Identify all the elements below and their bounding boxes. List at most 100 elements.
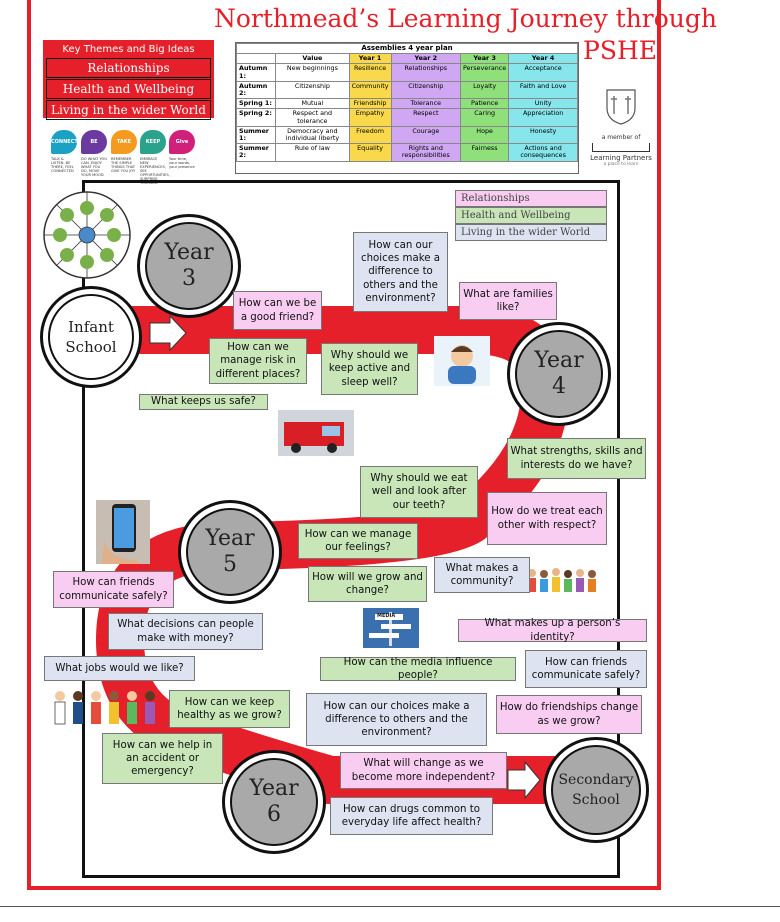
- media-sign-label: MEDIA: [377, 613, 396, 619]
- assemblies-table: Assemblies 4 year plan Value Year 1 Year…: [235, 42, 578, 162]
- arrow-right-icon: [149, 314, 187, 352]
- question-box: What strengths, skills and interests do …: [507, 438, 646, 479]
- school-label: School: [65, 338, 117, 356]
- year-label: Year: [205, 526, 255, 551]
- question-box: What decisions can people make with mone…: [108, 613, 263, 650]
- keep-learning-tagline: EMBRACE NEW EXPERIENCES, SEE OPPORTUNITI…: [140, 157, 170, 185]
- year-4-disc: Year 4: [515, 330, 603, 418]
- question-box: What jobs would we like?: [44, 656, 195, 681]
- take-notice-tagline: REMEMBER THE SIMPLE THINGS THAT GIVE YOU…: [111, 157, 136, 173]
- table-cell: Rights and responsibilities: [390, 143, 462, 162]
- table-cell: Loyalty: [460, 80, 510, 100]
- question-box: How can we manage risk in different plac…: [209, 338, 307, 384]
- question-box: How do we treat each other with respect?: [487, 492, 607, 545]
- fire-engine-icon: [284, 422, 344, 453]
- page-title-pshe: PSHE: [583, 36, 657, 65]
- school-label: School: [572, 792, 620, 808]
- bottom-divider: [0, 906, 780, 907]
- legend-relationships: Relationships: [455, 190, 607, 207]
- question-box: What makes up a person’s identity?: [458, 618, 647, 643]
- table-cell: Faith and Love: [508, 80, 578, 100]
- smartphone-icon: [102, 504, 140, 564]
- question-box: How can we manage our feelings?: [298, 523, 418, 559]
- learning-partners-logo: a member of Learning Partners a place to…: [586, 86, 656, 178]
- table-row: Autumn 2: Citizenship Community Citizens…: [235, 80, 578, 100]
- give-badge: Give: [169, 130, 195, 154]
- year-5-disc: Year 5: [186, 508, 274, 596]
- question-box: Why should we eat well and look after ou…: [360, 466, 478, 518]
- sleepy-child-icon: [448, 345, 476, 384]
- table-cell: Hope: [460, 125, 510, 145]
- connect-tagline: TALK & LISTEN, BE THERE, FEEL CONNECTED: [51, 157, 74, 173]
- school-crest-icon: [606, 89, 636, 125]
- table-cell: Acceptance: [508, 63, 578, 82]
- question-box: What are families like?: [459, 282, 557, 320]
- infant-school-disc: Infant School: [48, 294, 134, 380]
- table-cell: Caring: [460, 108, 510, 127]
- partner-tagline: a place to learn: [603, 162, 639, 167]
- year-4-marker: Year 4: [507, 322, 611, 426]
- theme-legend: Relationships Health and Wellbeing Livin…: [455, 190, 607, 241]
- question-box: What keeps us safe?: [139, 394, 268, 410]
- five-ways-wellbeing: CONNECT TALK & LISTEN, BE THERE, FEEL CO…: [51, 130, 195, 185]
- year-3-disc: Year 3: [145, 222, 233, 310]
- infant-label: Infant: [68, 318, 114, 336]
- table-cell: Community: [348, 80, 392, 100]
- table-cell: Summer 2:: [235, 143, 277, 162]
- table-row: Summer 2: Rule of law Equality Rights an…: [235, 143, 578, 162]
- tired-child-image: [434, 336, 490, 386]
- question-box: How can we keep healthy as we grow?: [169, 690, 290, 728]
- fire-engine-image: [278, 410, 354, 456]
- year-6-disc: Year 6: [230, 758, 318, 846]
- year-label: Year: [249, 776, 299, 801]
- year-3-marker: Year 3: [137, 214, 241, 318]
- year-6-marker: Year 6: [222, 750, 326, 854]
- question-box: How do friendships change as we grow?: [496, 695, 642, 734]
- journey-frame: [82, 180, 620, 878]
- key-themes-box: Key Themes and Big Ideas Relationships H…: [43, 40, 214, 120]
- legend-health: Health and Wellbeing: [455, 207, 607, 224]
- theme-health: Health and Wellbeing: [46, 79, 211, 99]
- partner-member-text: a member of: [601, 134, 641, 141]
- secondary-label: Secondary: [558, 772, 634, 788]
- table-cell: Citizenship: [390, 80, 462, 100]
- secondary-school-disc: Secondary School: [551, 745, 641, 835]
- connect-badge: CONNECT: [51, 130, 78, 154]
- table-cell: Equality: [348, 143, 392, 162]
- table-cell: Relationships: [390, 63, 462, 82]
- year-label: Year: [164, 240, 214, 265]
- page-border: [27, 0, 661, 890]
- infant-school-marker: Infant School: [40, 286, 142, 388]
- theme-wider-world: Living in the wider World: [46, 100, 211, 120]
- table-cell: Spring 2:: [235, 108, 277, 127]
- year-5-marker: Year 5: [178, 500, 282, 604]
- question-box: How will we grow and change?: [308, 566, 427, 602]
- partner-name: Learning Partners: [590, 154, 652, 162]
- year-number: 5: [223, 552, 237, 577]
- assemblies-plan: Assemblies 4 year plan Value Year 1 Year…: [235, 42, 579, 174]
- year-number: 6: [267, 802, 281, 827]
- jobs-people-image: [50, 686, 158, 728]
- signpost-icon: [369, 612, 411, 646]
- year-label: Year: [534, 348, 584, 373]
- table-cell: Resilience: [348, 63, 392, 82]
- emotion-wheel-icon: [43, 191, 131, 279]
- be-active-badge: BE ACTIVE: [81, 130, 107, 169]
- media-signpost-image: MEDIA: [363, 608, 419, 648]
- be-active-tagline: DO WHAT YOU CAN, ENJOY WHAT YOU DO, MOVE…: [81, 157, 107, 177]
- question-box: How can the media influence people?: [320, 657, 516, 681]
- question-box: How can our choices make a difference to…: [306, 693, 487, 746]
- workers-icon: [54, 691, 155, 725]
- take-notice-badge: TAKE NOTICE: [111, 130, 137, 169]
- key-themes-header: Key Themes and Big Ideas: [62, 44, 195, 55]
- question-box: How can we help in an accident or emerge…: [102, 733, 223, 784]
- partner-bracket: [592, 143, 650, 152]
- question-box: How can drugs common to everyday life af…: [330, 797, 493, 835]
- table-cell: Autumn 2:: [235, 80, 277, 100]
- table-cell: Actions and consequences: [508, 143, 578, 162]
- table-cell: Citizenship: [275, 80, 350, 100]
- theme-relationships: Relationships: [46, 58, 211, 78]
- table-cell: Fairness: [460, 143, 510, 162]
- question-box: How can our choices make a difference to…: [353, 232, 448, 312]
- question-box: Why should we keep active and sleep well…: [321, 343, 418, 395]
